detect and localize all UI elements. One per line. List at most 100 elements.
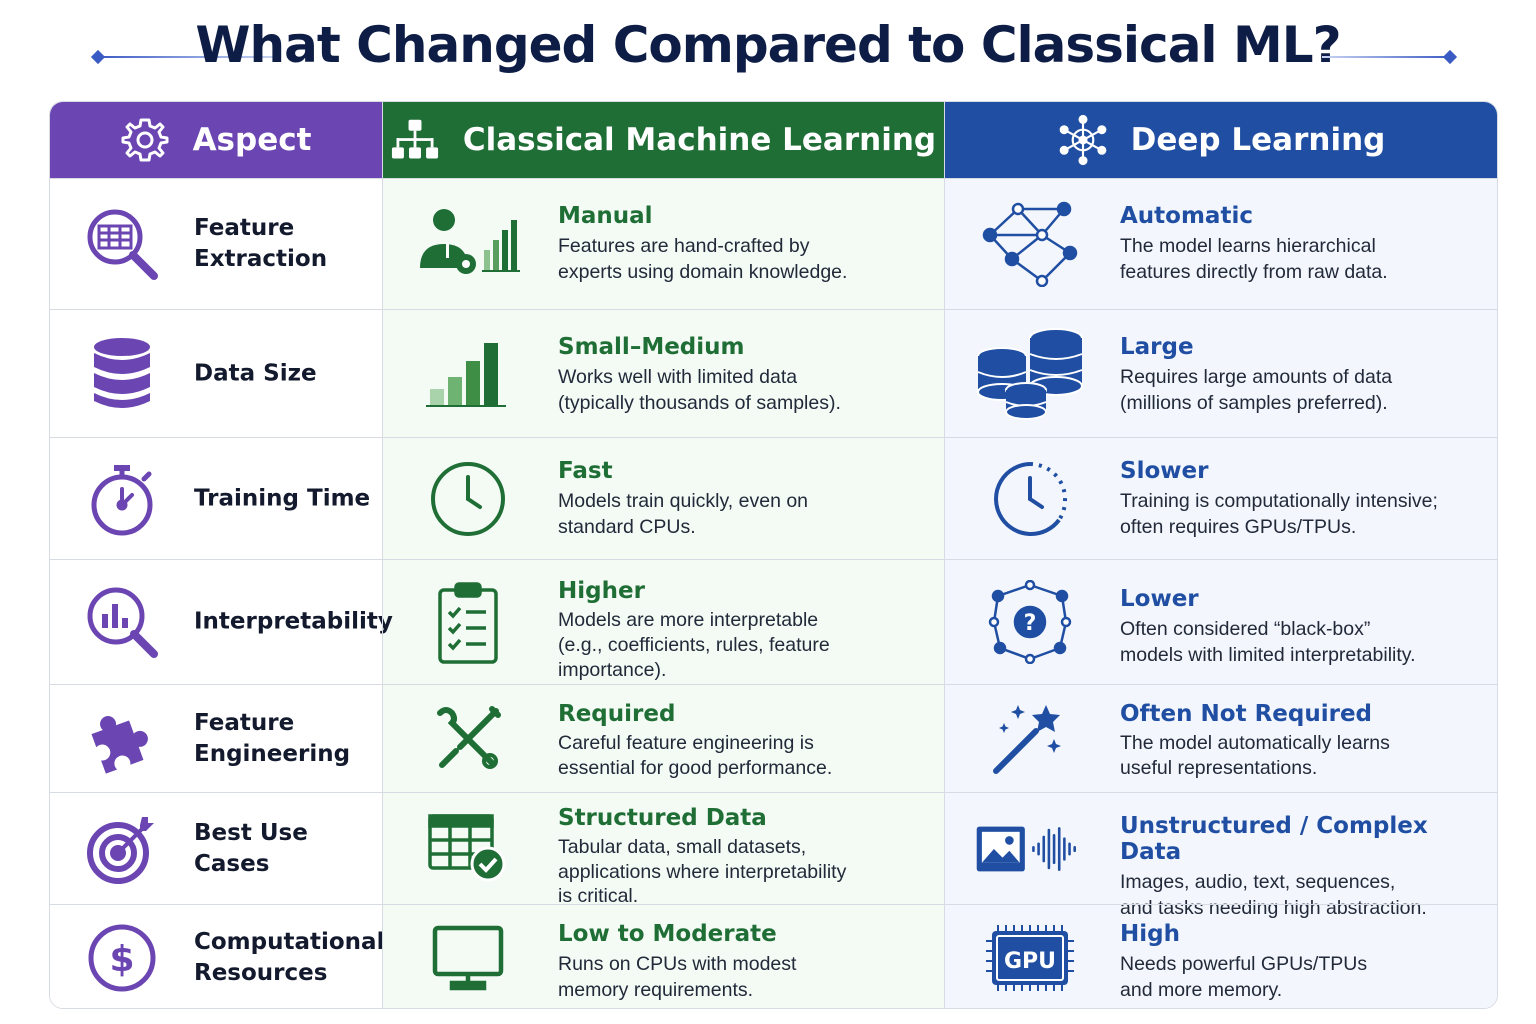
monitor-icon	[413, 915, 523, 1001]
classical-description: Features are hand-crafted by experts usi…	[558, 235, 848, 283]
classical-heading: Low to Moderate	[558, 921, 777, 947]
aspect-label: Training Time	[194, 484, 371, 511]
aspect-label: Computational Resources	[194, 928, 385, 986]
clock-dashed-icon	[975, 456, 1085, 542]
chart-search-icon	[84, 584, 160, 660]
aspect-cell: Best Use Cases	[50, 793, 382, 904]
aspect-cell: Feature Extraction	[50, 179, 382, 309]
deep-description: The model automatically learns useful re…	[1120, 732, 1390, 779]
header-aspect: Aspect	[50, 102, 382, 178]
deep-heading: Large	[1120, 334, 1194, 360]
deep-cell: Often Not Required The model automatical…	[945, 685, 1497, 792]
table-row: Interpretability Higher Models are more …	[50, 559, 1497, 684]
comparison-table: Aspect Classical Machine Learning Deep L…	[49, 101, 1498, 1009]
title-bar: What Changed Compared to Classical ML?	[0, 8, 1536, 88]
puzzle-icon	[84, 701, 160, 777]
node-graph-icon	[975, 201, 1085, 287]
target-icon	[84, 811, 160, 887]
classical-cell: Fast Models train quickly, even on stand…	[383, 438, 944, 559]
deep-heading: Unstructured / Complex Data	[1120, 813, 1428, 865]
question-network-icon: ?	[975, 579, 1085, 665]
gpu-chip-label: GPU	[1004, 949, 1056, 974]
deep-cell: ? Lower Often considered “black-box” mod…	[945, 560, 1497, 684]
classical-cell: Small–Medium Works well with limited dat…	[383, 310, 944, 437]
header-classical-label: Classical Machine Learning	[462, 122, 937, 158]
table-check-icon	[413, 806, 523, 892]
header-aspect-label: Aspect	[192, 122, 312, 158]
deep-description: Often considered “black-box” models with…	[1120, 618, 1416, 666]
table-row: Feature Extraction Manual Features are h…	[50, 178, 1497, 309]
deep-heading: High	[1120, 921, 1180, 947]
bar-chart-icon	[413, 331, 523, 417]
deep-heading: Automatic	[1120, 203, 1253, 229]
aspect-label: Interpretability	[194, 608, 393, 635]
classical-heading: Required	[558, 701, 676, 727]
classical-heading: Manual	[558, 203, 653, 229]
page-title: What Changed Compared to Classical ML?	[195, 16, 1341, 74]
classical-description: Runs on CPUs with modest memory requirem…	[558, 953, 797, 1001]
aspect-label: Data Size	[194, 359, 317, 386]
gear-icon	[121, 116, 169, 164]
table-search-icon	[84, 206, 160, 282]
classical-cell: Required Careful feature engineering is …	[383, 685, 944, 792]
aspect-label: Feature Engineering	[194, 709, 351, 767]
deep-cell: GPU High Needs powerful GPUs/TPUs and mo…	[945, 905, 1497, 1008]
classical-cell: Low to Moderate Runs on CPUs with modest…	[383, 905, 944, 1008]
classical-cell: Higher Models are more interpretable (e.…	[383, 560, 944, 684]
title-rule-left	[96, 56, 276, 58]
svg-text:$: $	[109, 939, 134, 980]
aspect-cell: Interpretability	[50, 560, 393, 684]
deep-cell: Large Requires large amounts of data (mi…	[945, 310, 1497, 437]
classical-heading: Small–Medium	[558, 334, 745, 360]
clock-icon	[413, 456, 523, 542]
deep-description: Requires large amounts of data (millions…	[1120, 366, 1393, 414]
aspect-cell: $ Computational Resources	[50, 905, 385, 1008]
classical-description: Works well with limited data (typically …	[558, 366, 841, 414]
deep-heading: Slower	[1120, 458, 1209, 484]
table-row: Feature Engineering Required Careful fea…	[50, 684, 1497, 792]
expert-chart-icon	[413, 201, 523, 287]
deep-cell: Automatic The model learns hierarchical …	[945, 179, 1497, 309]
table-row: Best Use Cases Structured Data Tabular d…	[50, 792, 1497, 919]
classical-heading: Higher	[558, 578, 645, 604]
classical-cell: Manual Features are hand-crafted by expe…	[383, 179, 944, 309]
image-audio-icon	[975, 806, 1085, 892]
neural-network-icon	[1059, 114, 1107, 166]
databases-icon	[975, 327, 1085, 420]
header-deep: Deep Learning	[945, 102, 1497, 178]
database-icon	[84, 336, 160, 412]
svg-text:?: ?	[1024, 611, 1037, 636]
classical-description: Careful feature engineering is essential…	[558, 732, 833, 779]
aspect-label: Best Use Cases	[194, 819, 308, 877]
classical-description: Models are more interpretable (e.g., coe…	[558, 609, 830, 681]
table-row: $ Computational Resources Low to Moderat…	[50, 904, 1497, 1008]
deep-heading: Lower	[1120, 586, 1199, 612]
column-divider	[382, 102, 383, 1008]
classical-heading: Fast	[558, 458, 613, 484]
gpu-chip-icon: GPU	[975, 915, 1085, 1001]
header-classical: Classical Machine Learning	[383, 102, 944, 178]
aspect-cell: Training Time	[50, 438, 382, 559]
table-row: Training Time Fast Models train quickly,…	[50, 437, 1497, 559]
deep-cell: Slower Training is computationally inten…	[945, 438, 1497, 559]
clipboard-checklist-icon	[413, 579, 523, 665]
classical-description: Models train quickly, even on standard C…	[558, 490, 809, 538]
tools-icon	[413, 696, 523, 782]
aspect-cell: Data Size	[50, 310, 382, 437]
hierarchy-icon	[391, 116, 439, 164]
classical-cell: Structured Data Tabular data, small data…	[383, 793, 944, 907]
deep-description: The model learns hierarchical features d…	[1120, 235, 1388, 283]
column-divider	[944, 102, 945, 1008]
classical-heading: Structured Data	[558, 805, 767, 831]
dollar-icon: $	[84, 920, 160, 996]
deep-heading: Often Not Required	[1120, 701, 1373, 727]
deep-description: Images, audio, text, sequences, and task…	[1120, 871, 1427, 919]
magic-wand-icon	[975, 696, 1085, 782]
deep-description: Needs powerful GPUs/TPUs and more memory…	[1120, 953, 1368, 1001]
aspect-label: Feature Extraction	[194, 214, 328, 272]
deep-description: Training is computationally intensive; o…	[1120, 490, 1438, 538]
aspect-cell: Feature Engineering	[50, 685, 382, 792]
classical-description: Tabular data, small datasets, applicatio…	[558, 836, 847, 907]
header-deep-label: Deep Learning	[1130, 122, 1386, 158]
deep-cell: Unstructured / Complex Data Images, audi…	[945, 793, 1497, 919]
